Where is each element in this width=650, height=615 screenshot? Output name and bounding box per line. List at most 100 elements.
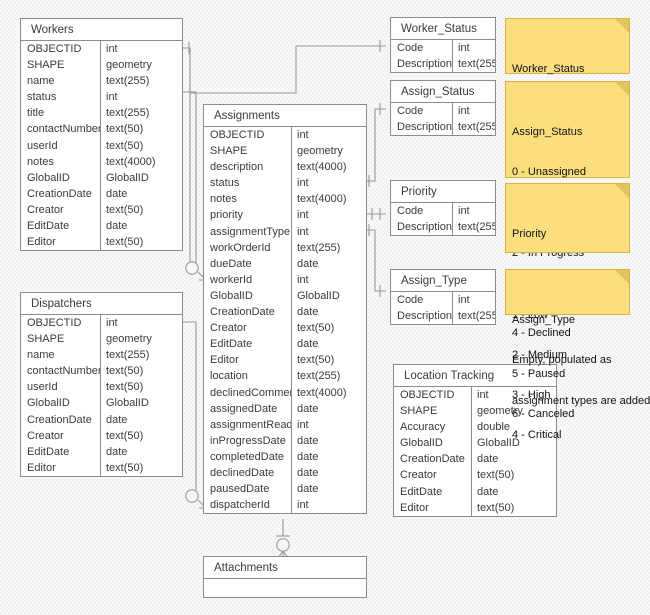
field-name: OBJECTID: [204, 127, 292, 144]
note-line: 0 - Unassigned: [512, 166, 586, 179]
note-line: assignment types are added: [512, 394, 650, 407]
field-name: Code: [391, 40, 453, 57]
field-type: [204, 579, 366, 597]
field-type: int: [458, 42, 470, 54]
field-name: workerId: [204, 271, 292, 288]
table-row: Description text(255): [391, 219, 495, 236]
field-type: date: [106, 187, 128, 200]
field-name: Description: [391, 56, 453, 73]
field-type: text(255): [458, 310, 495, 323]
field-name: status: [204, 175, 292, 192]
table-row: Description text(255): [391, 308, 495, 325]
field-name: name: [21, 347, 101, 364]
field-type: date: [297, 434, 319, 447]
field-type: date: [297, 338, 319, 351]
field-name: Editor: [21, 234, 101, 251]
entity-title: Priority: [391, 181, 495, 203]
table-row: name text(255): [21, 347, 182, 364]
field-type: int: [458, 294, 470, 306]
field-type: int: [458, 205, 470, 217]
field-name: Description: [391, 308, 453, 325]
field-type: text(255): [458, 221, 495, 234]
field-name: assignmentType: [204, 223, 292, 240]
field-name: description: [204, 159, 292, 176]
field-name: priority: [204, 207, 292, 224]
field-type: text(4000): [106, 155, 156, 168]
field-name: userId: [21, 379, 101, 396]
field-type: text(255): [106, 349, 150, 362]
table-row: userId text(50): [21, 379, 182, 396]
field-type: int: [297, 499, 309, 512]
field-name: assignmentRead: [204, 416, 292, 433]
field-name: inProgressDate: [204, 432, 292, 449]
entity-title: Assignments: [204, 105, 366, 127]
field-name: Description: [391, 219, 453, 236]
field-name: Code: [391, 292, 453, 309]
note-line: 2 - Medium: [512, 348, 568, 361]
note-fold-icon: [615, 184, 629, 198]
note-line: 4 - Declined: [512, 327, 571, 340]
field-type: text(255): [297, 241, 341, 254]
field-type: GlobalID: [297, 289, 340, 302]
field-name: Code: [391, 203, 453, 220]
note-line: 5 - Paused: [512, 367, 566, 380]
note-title: Assign_Status: [512, 126, 583, 139]
field-name: SHAPE: [21, 57, 101, 74]
field-type: date: [106, 413, 128, 426]
field-name: status: [21, 89, 101, 106]
field-name: Creator: [394, 467, 472, 484]
field-name: Editor: [394, 499, 472, 516]
field-type: geometry: [297, 145, 343, 158]
field-name: notes: [204, 191, 292, 208]
field-type: text(50): [106, 381, 144, 394]
entity-attachments[interactable]: Attachments: [203, 556, 367, 598]
field-name: GlobalID: [204, 287, 292, 305]
field-name: name: [21, 73, 101, 90]
field-type: text(255): [106, 75, 150, 88]
field-type: text(255): [106, 107, 150, 120]
field-type: int: [106, 317, 118, 329]
entity-title: Worker_Status: [391, 18, 495, 40]
note-fold-icon: [615, 19, 629, 33]
field-type: date: [297, 306, 319, 319]
field-name: SHAPE: [204, 143, 292, 160]
table-row: description text(4000): [204, 159, 366, 176]
note-priority: Priority 0 - None 1 - Low 2 - Medium 3 -…: [505, 183, 630, 441]
field-name: OBJECTID: [21, 41, 101, 58]
field-type: date: [297, 483, 319, 496]
field-type: text(4000): [297, 161, 347, 174]
